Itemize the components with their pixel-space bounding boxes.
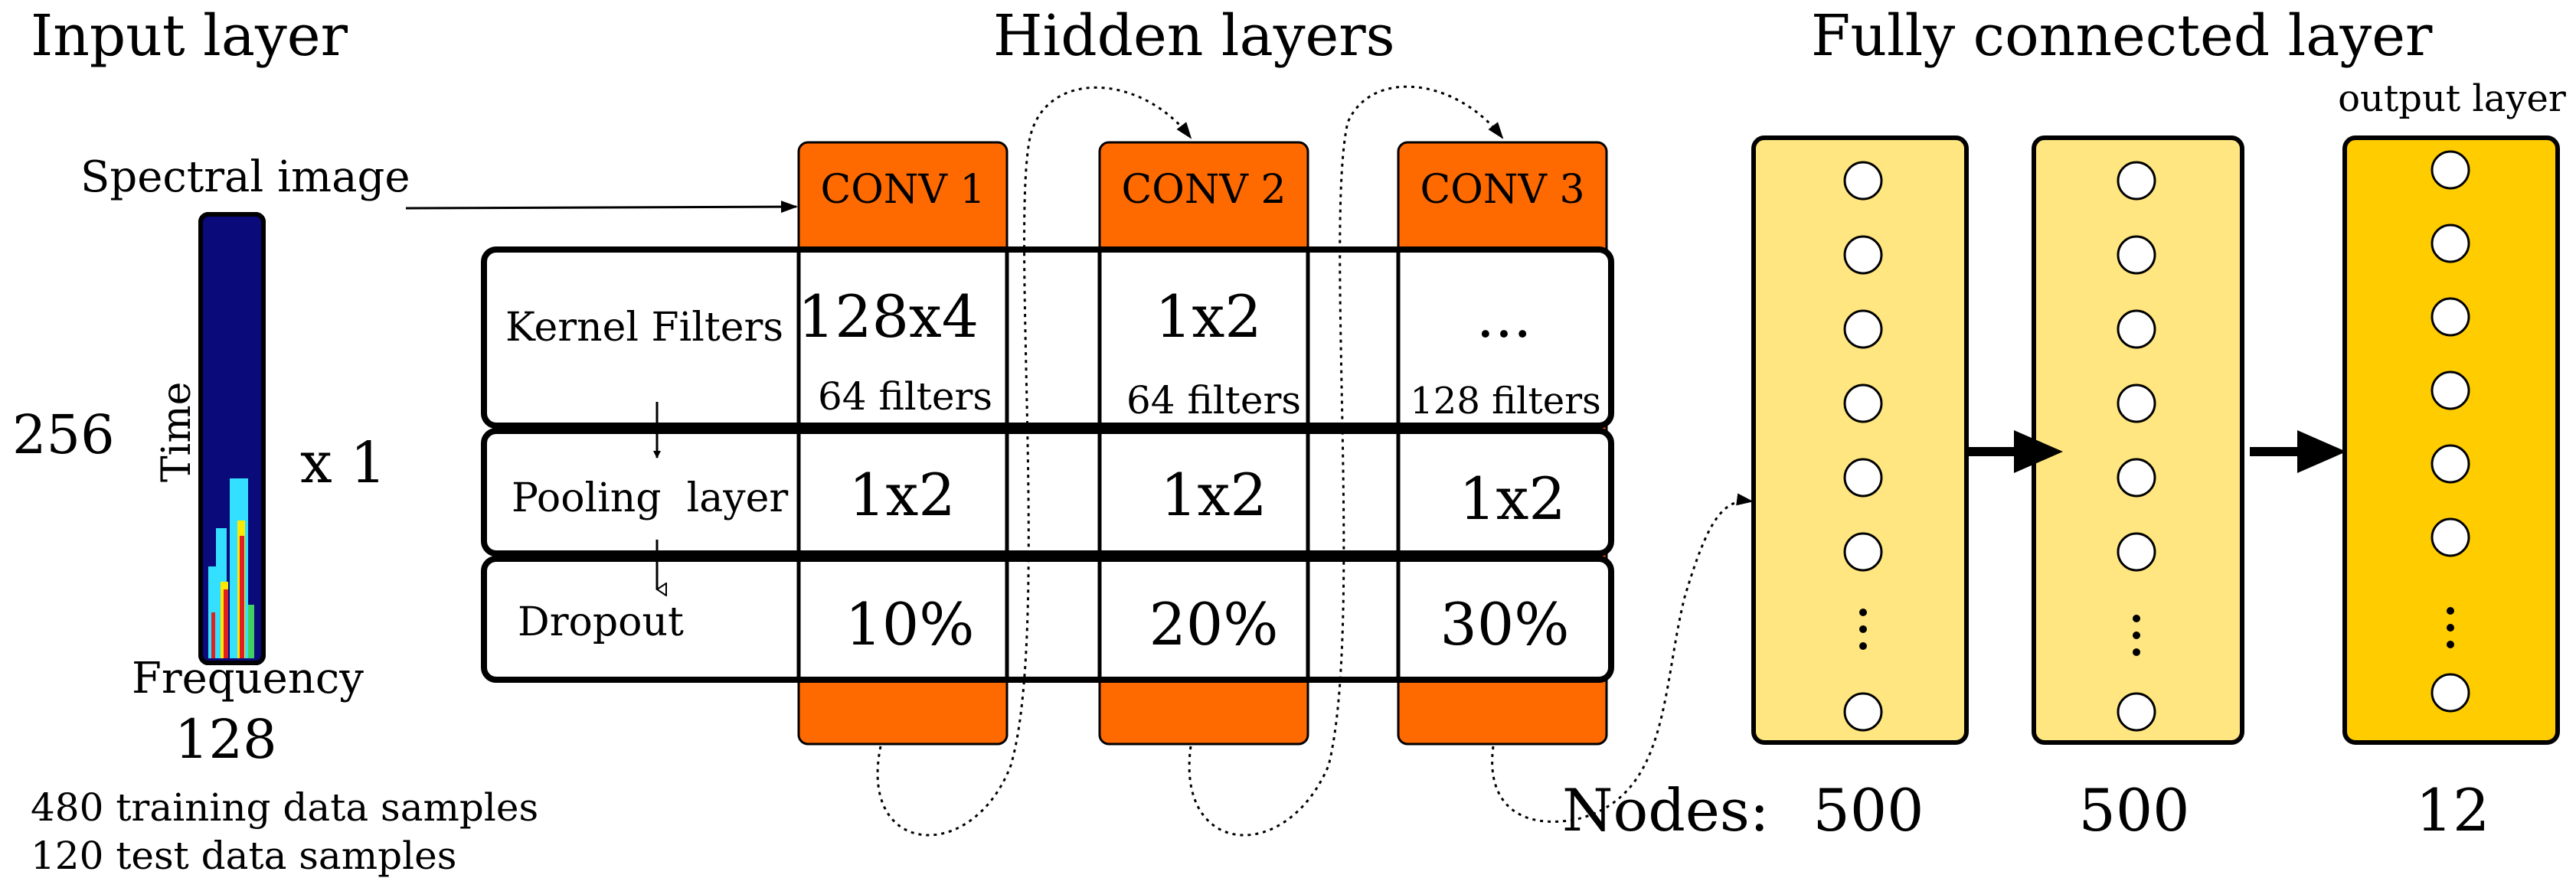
- spectrogram-band-red-3: [211, 612, 215, 658]
- output-neurons: [2431, 150, 2470, 713]
- output-layer: [2342, 135, 2560, 745]
- neuron: [2117, 532, 2156, 572]
- neuron: [2117, 309, 2156, 349]
- neuron: [2431, 673, 2470, 713]
- conv3-to-fc-connector: [1491, 493, 1754, 823]
- neuron: [2117, 161, 2156, 201]
- row-label-pooling: Pooling layer: [512, 475, 788, 521]
- hidden-layers-heading: Hidden layers: [993, 3, 1395, 69]
- conv3-label: CONV 3: [1420, 167, 1584, 213]
- arrow-head: [2297, 430, 2346, 473]
- channel-count: x 1: [300, 430, 386, 496]
- neuron: [1843, 309, 1883, 349]
- conv1-label: CONV 1: [820, 167, 985, 213]
- neuron: [2431, 517, 2470, 557]
- spectrogram-band-red-1: [224, 589, 228, 658]
- neuron: [2431, 224, 2470, 263]
- fc1-to-fc2-arrow: [1968, 430, 2063, 473]
- conv1-filter-count: 64 filters: [818, 374, 992, 419]
- spectrogram-band-green: [248, 605, 254, 658]
- ellipsis-dot: [1859, 642, 1867, 650]
- neuron: [1843, 383, 1883, 423]
- width-value: 128: [175, 708, 277, 771]
- input-to-conv1-arrow: [405, 201, 798, 214]
- conv1-kernel-size: 128x4: [798, 282, 979, 351]
- table-column-dividers: [796, 250, 1401, 680]
- fc1-neurons: [1843, 161, 1883, 732]
- fc2-ellipsis: [2133, 615, 2140, 656]
- frequency-axis-label: Frequency: [132, 654, 364, 703]
- conv2-label: CONV 2: [1121, 167, 1286, 213]
- kernel-filters-row: [481, 246, 1614, 429]
- ellipsis-dot: [2133, 615, 2140, 622]
- neuron: [2431, 150, 2470, 190]
- neuron: [1843, 692, 1883, 732]
- fc2-neurons: [2117, 161, 2156, 732]
- conv3-filter-count: 128 filters: [1410, 380, 1601, 423]
- ellipsis-dot: [1859, 625, 1867, 633]
- conv1-dropout-rate: 10%: [845, 590, 975, 658]
- conv3-kernel-size: ...: [1476, 282, 1532, 351]
- fc2-node-count: 500: [2078, 776, 2189, 844]
- neuron: [2117, 383, 2156, 423]
- neuron: [2117, 692, 2156, 732]
- row-label-kernel-filters: Kernel Filters: [505, 305, 783, 351]
- fc1-node-count: 500: [1813, 776, 1924, 844]
- fc2-to-output-arrow: [2250, 430, 2346, 473]
- neuron: [2431, 444, 2470, 484]
- neuron: [1843, 532, 1883, 572]
- spectral-image: [198, 212, 266, 665]
- dropout-row: [481, 556, 1614, 683]
- neuron: [1843, 235, 1883, 275]
- fully-connected-heading: Fully connected layer: [1811, 3, 2433, 69]
- height-value: 256: [12, 403, 115, 466]
- fc1-ellipsis: [1859, 609, 1867, 650]
- conv2-kernel-size: 1x2: [1155, 282, 1262, 351]
- ellipsis-dot: [2133, 632, 2140, 639]
- spectrogram-frame: [198, 212, 266, 665]
- output-layer-label: output layer: [2338, 77, 2566, 120]
- conv3-pool-size: 1x2: [1459, 465, 1566, 533]
- dotted-layer-connectors: [876, 85, 1754, 837]
- spectral-image-label: Spectral image: [80, 152, 410, 202]
- ellipsis-dot: [2447, 607, 2454, 615]
- test-samples-note: 120 test data samples: [31, 834, 456, 878]
- input-layer-heading: Input layer: [31, 3, 348, 69]
- neuron: [2117, 235, 2156, 275]
- row-label-dropout: Dropout: [518, 599, 684, 645]
- ellipsis-dot: [1859, 609, 1867, 616]
- ellipsis-dot: [2133, 648, 2140, 656]
- neuron: [2431, 370, 2470, 410]
- conv2-pool-size: 1x2: [1160, 461, 1267, 529]
- training-samples-note: 480 training data samples: [31, 785, 538, 830]
- ellipsis-dot: [2447, 641, 2454, 648]
- neuron: [1843, 161, 1883, 201]
- neuron: [1843, 458, 1883, 498]
- conv2-dropout-rate: 20%: [1149, 590, 1279, 658]
- conv2-filter-count: 64 filters: [1126, 378, 1301, 423]
- spectrogram-band-red-2: [240, 536, 244, 658]
- conv1-pool-size: 1x2: [848, 461, 956, 529]
- output-ellipsis: [2447, 607, 2454, 648]
- neuron: [2431, 297, 2470, 337]
- output-node-count: 12: [2416, 776, 2490, 844]
- fc1-layer: [1751, 135, 1969, 745]
- nodes-label: Nodes:: [1562, 776, 1770, 844]
- conv3-dropout-rate: 30%: [1440, 590, 1570, 658]
- neuron: [2117, 458, 2156, 498]
- time-axis-label: Time: [154, 382, 200, 482]
- ellipsis-dot: [2447, 624, 2454, 632]
- arrow-head: [2014, 430, 2063, 473]
- pooling-row: [481, 428, 1614, 556]
